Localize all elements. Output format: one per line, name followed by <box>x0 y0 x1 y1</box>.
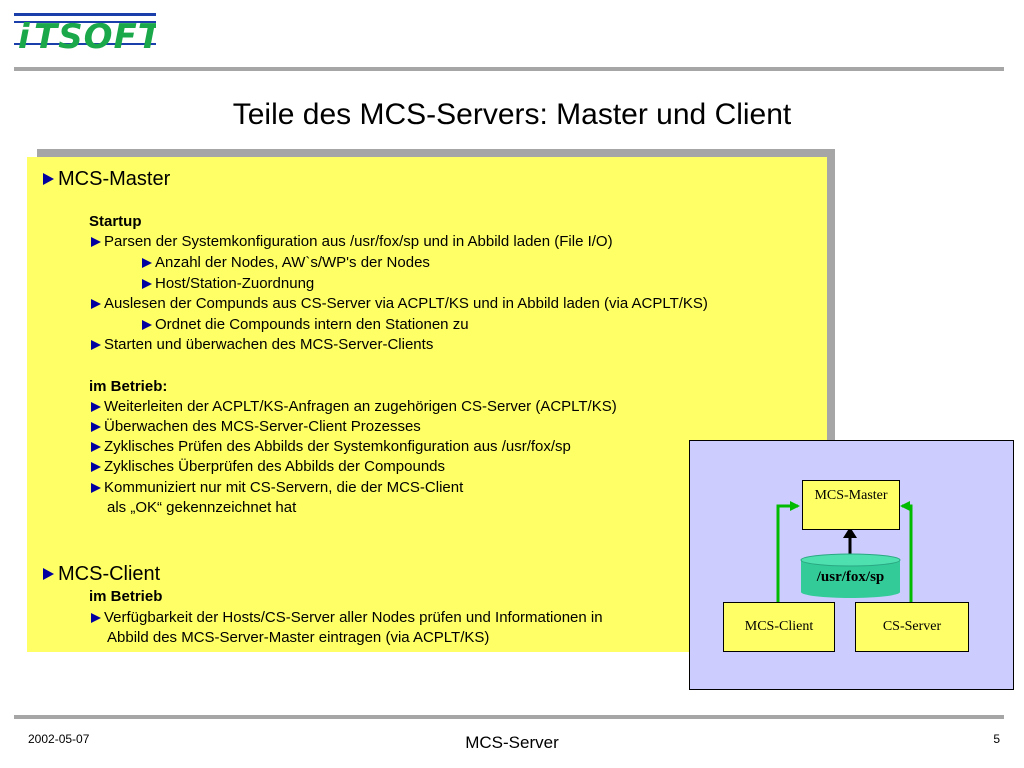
footer-date: 2002-05-07 <box>28 732 90 746</box>
list-item: Weiterleiten der ACPLT/KS-Anfragen an zu… <box>91 397 617 417</box>
heading-im-betrieb-client: im Betrieb <box>89 588 163 605</box>
list-item: Überwachen des MCS-Server-Client Prozess… <box>91 417 421 437</box>
bullet-arrow-icon <box>91 237 101 247</box>
footer-title: MCS-Server <box>465 733 559 752</box>
bullet-mcs-master: MCS-Master <box>43 167 170 191</box>
list-item-continuation: als „OK“ gekennzeichnet hat <box>107 499 297 516</box>
bullet-arrow-icon <box>91 442 101 452</box>
bullet-arrow-icon <box>142 320 152 330</box>
client-to-master-arrow <box>776 501 800 602</box>
heading-startup: Startup <box>89 213 142 230</box>
bullet-arrow-icon <box>142 258 152 268</box>
list-item: Kommuniziert nur mit CS-Servern, die der… <box>91 478 463 498</box>
database-cylinder-icon <box>800 553 901 598</box>
bullet-arrow-icon <box>91 299 101 309</box>
list-item: Anzahl der Nodes, AW`s/WP's der Nodes <box>142 253 430 273</box>
page-number: 5 <box>993 732 1000 746</box>
list-item: Zyklisches Prüfen des Abbilds der System… <box>91 437 571 457</box>
bullet-arrow-icon <box>91 402 101 412</box>
server-to-master-arrow <box>900 501 913 602</box>
bullet-arrow-icon <box>91 340 101 350</box>
list-item: Zyklisches Überprüfen des Abbilds der Co… <box>91 457 445 477</box>
list-item: Host/Station-Zuordnung <box>142 274 314 294</box>
mcs-client-box: MCS-Client <box>723 602 835 652</box>
bullet-arrow-icon <box>91 613 101 623</box>
list-item: Parsen der Systemkonfiguration aus /usr/… <box>91 232 613 252</box>
svg-text:i: i <box>18 17 31 54</box>
list-item: Ordnet die Compounds intern den Statione… <box>142 315 469 335</box>
bullet-arrow-icon <box>91 483 101 493</box>
list-item-continuation: Abbild des MCS-Server-Master eintragen (… <box>107 629 490 646</box>
diagram-connectors <box>776 501 913 602</box>
footer-rule <box>14 715 1004 719</box>
bullet-arrow-icon <box>43 568 54 580</box>
bullet-mcs-client: MCS-Client <box>43 562 160 586</box>
db-label: /usr/fox/sp <box>816 569 885 585</box>
architecture-diagram: MCS-Master /usr/fox/sp MCS-Client CS-Ser… <box>689 440 1014 690</box>
list-item: Auslesen der Compunds aus CS-Server via … <box>91 294 708 314</box>
header-rule <box>14 67 1004 71</box>
bullet-arrow-icon <box>142 279 152 289</box>
svg-text:TSOFT: TSOFT <box>34 17 156 54</box>
list-item: Verfügbarkeit der Hosts/CS-Server aller … <box>91 608 603 628</box>
bullet-arrow-icon <box>91 422 101 432</box>
list-item: Starten und überwachen des MCS-Server-Cl… <box>91 335 433 355</box>
mcs-master-box: MCS-Master <box>802 480 900 530</box>
bullet-arrow-icon <box>43 173 54 185</box>
slide-title: Teile des MCS-Servers: Master und Client <box>232 98 792 131</box>
heading-im-betrieb: im Betrieb: <box>89 378 168 395</box>
itsoft-logo: i TSOFT <box>14 13 156 54</box>
bullet-arrow-icon <box>91 462 101 472</box>
cs-server-box: CS-Server <box>855 602 969 652</box>
